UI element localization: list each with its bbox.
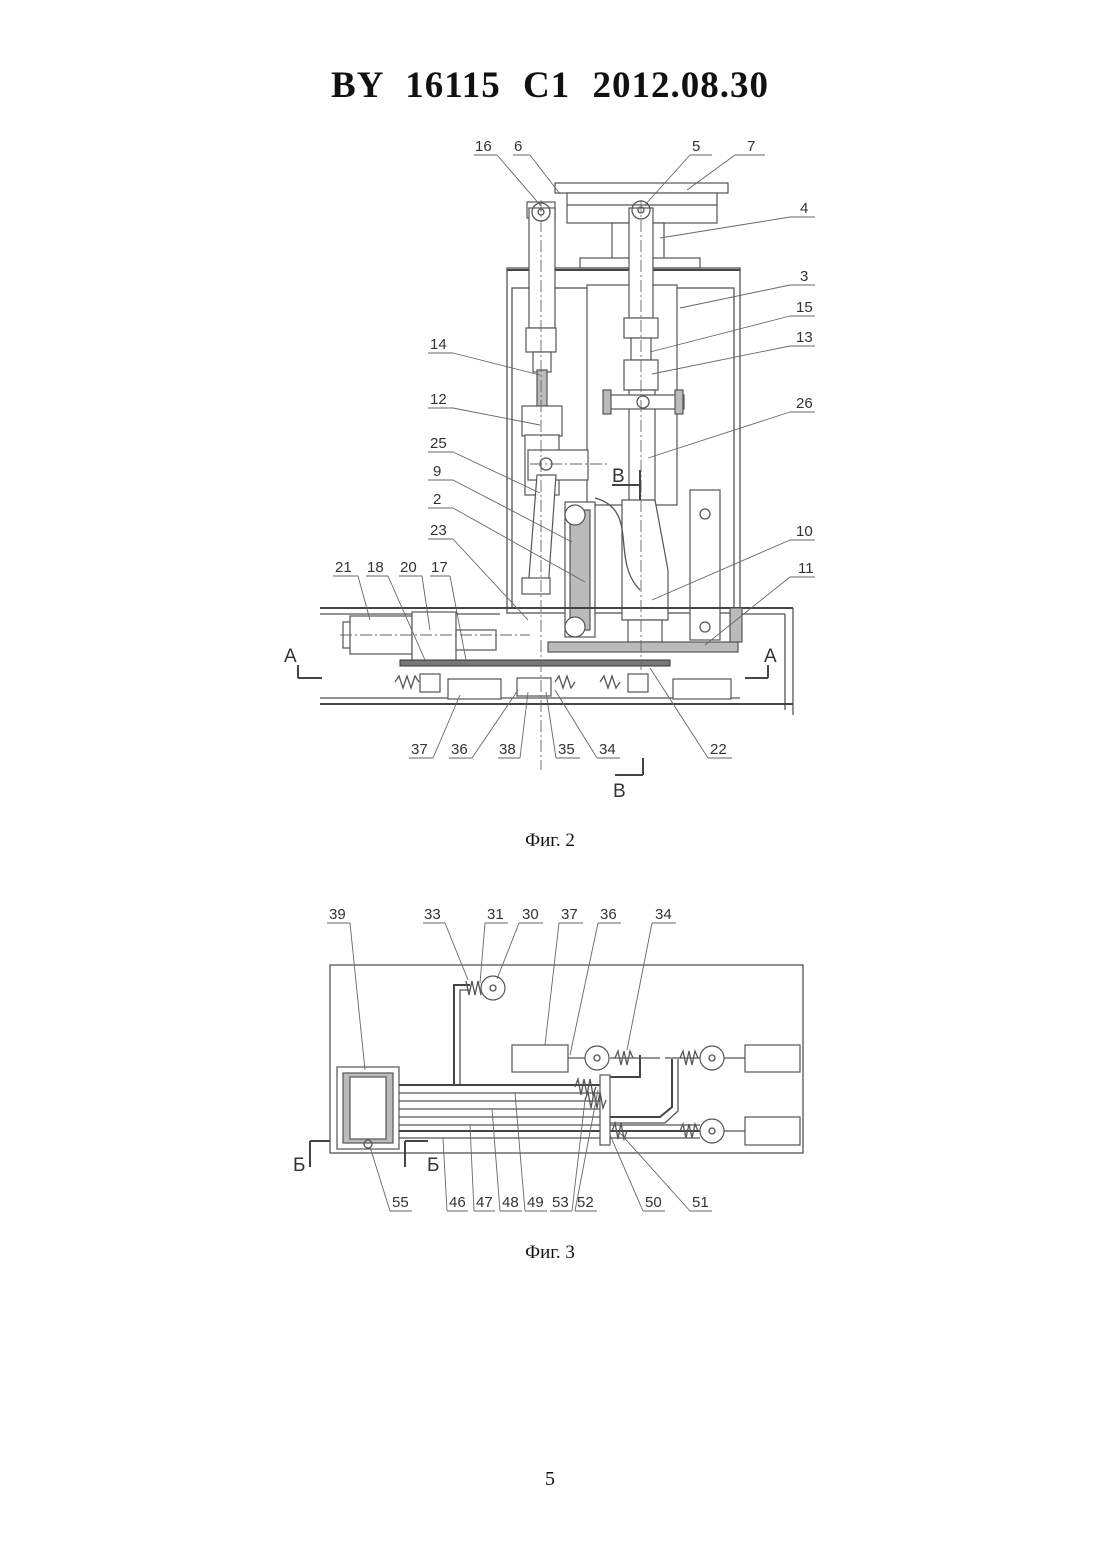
fig2-label-18: 18 — [367, 559, 384, 576]
fig2-label-15: 15 — [796, 299, 813, 316]
fig2-section-a-right: А — [764, 646, 777, 667]
fig2-label-10: 10 — [796, 523, 813, 540]
fig2-label-38: 38 — [499, 741, 516, 758]
fig2-label-4: 4 — [800, 200, 808, 217]
fig2-section-a-left: А — [284, 646, 297, 667]
document-header: BY 16115 C1 2012.08.30 — [0, 64, 1100, 107]
figure-3-drawing: 39 33 31 30 37 36 34 55 46 47 48 49 53 5… — [0, 895, 1100, 1215]
fig2-label-9: 9 — [433, 463, 441, 480]
fig3-label-51: 51 — [692, 1194, 709, 1211]
fig3-section-b-right: Б — [427, 1155, 439, 1176]
fig2-label-35: 35 — [558, 741, 575, 758]
fig2-label-3: 3 — [800, 268, 808, 285]
fig2-label-2: 2 — [433, 491, 441, 508]
fig3-label-49: 49 — [527, 1194, 544, 1211]
fig2-label-12: 12 — [430, 391, 447, 408]
fig2-label-23: 23 — [430, 522, 447, 539]
fig2-label-17: 17 — [431, 559, 448, 576]
fig3-label-48: 48 — [502, 1194, 519, 1211]
fig3-label-53: 53 — [552, 1194, 569, 1211]
fig2-label-26: 26 — [796, 395, 813, 412]
fig2-label-22: 22 — [710, 741, 727, 758]
fig2-section-v-top: В — [612, 466, 625, 487]
page-number: 5 — [0, 1468, 1100, 1491]
fig3-label-31: 31 — [487, 906, 504, 923]
fig2-label-25: 25 — [430, 435, 447, 452]
fig3-label-39: 39 — [329, 906, 346, 923]
fig2-label-37: 37 — [411, 741, 428, 758]
fig2-linework — [298, 155, 815, 775]
fig3-label-52: 52 — [577, 1194, 594, 1211]
fig3-linework — [310, 923, 803, 1211]
fig2-label-6: 6 — [514, 138, 522, 155]
fig2-label-21: 21 — [335, 559, 352, 576]
fig2-section-v-bottom: В — [613, 781, 626, 802]
fig3-label-47: 47 — [476, 1194, 493, 1211]
fig2-label-34: 34 — [599, 741, 616, 758]
fig2-label-36: 36 — [451, 741, 468, 758]
fig2-label-7: 7 — [747, 138, 755, 155]
fig3-label-34: 34 — [655, 906, 672, 923]
figure-2-drawing: 16 6 5 7 4 3 15 13 14 12 26 25 9 2 23 10… — [0, 130, 1100, 810]
fig3-label-30: 30 — [522, 906, 539, 923]
fig3-label-50: 50 — [645, 1194, 662, 1211]
figure-2-caption: Фиг. 2 — [0, 830, 1100, 852]
fig2-label-14: 14 — [430, 336, 447, 353]
fig2-label-20: 20 — [400, 559, 417, 576]
fig3-label-46: 46 — [449, 1194, 466, 1211]
fig3-label-55: 55 — [392, 1194, 409, 1211]
fig3-label-33: 33 — [424, 906, 441, 923]
figure-3-caption: Фиг. 3 — [0, 1242, 1100, 1264]
fig2-label-13: 13 — [796, 329, 813, 346]
fig2-label-11: 11 — [798, 560, 814, 577]
fig2-label-16: 16 — [475, 138, 492, 155]
fig3-label-36: 36 — [600, 906, 617, 923]
fig3-section-b-left: Б — [293, 1155, 305, 1176]
fig2-label-5: 5 — [692, 138, 700, 155]
fig3-label-37: 37 — [561, 906, 578, 923]
